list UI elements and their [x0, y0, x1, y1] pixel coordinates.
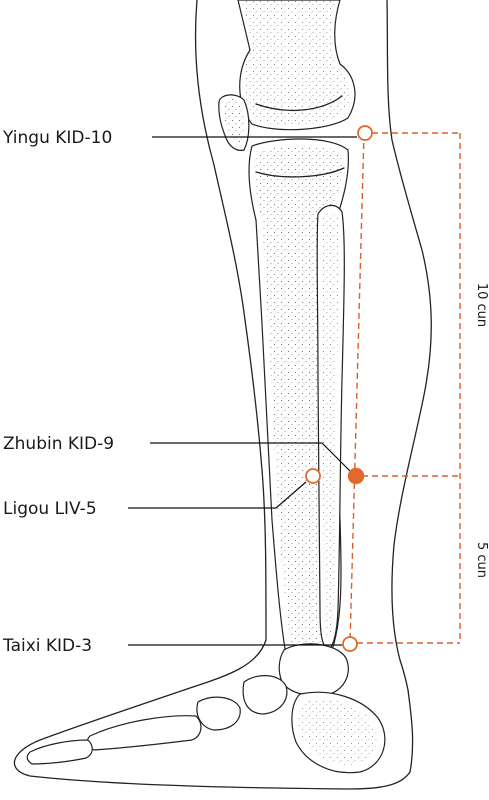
fibula: [316, 204, 345, 651]
label-ligou: Ligou LIV-5: [3, 499, 97, 519]
leader-zhubin: [150, 442, 351, 472]
femur: [237, 0, 356, 131]
acupoint-markers: [305, 125, 373, 652]
measurement-label-upper: 10 cun: [474, 283, 489, 327]
leg-outline: [13, 0, 432, 790]
patella: [218, 94, 250, 151]
foot-stipple: [297, 698, 377, 765]
guide-vertical-leg: [349, 132, 365, 644]
label-zhubin: Zhubin KID-9: [3, 434, 114, 454]
point-taixi: [342, 636, 358, 652]
navicular: [242, 675, 288, 715]
fibula-stipple: [321, 213, 339, 642]
cuneiform: [196, 696, 241, 731]
leg-outline-front: [13, 0, 414, 790]
leader-lines: [128, 136, 357, 646]
tibia-head-line: [255, 167, 345, 178]
leader-ligou: [128, 481, 307, 509]
measurement-label-lower: 5 cun: [474, 542, 489, 578]
patella-stipple: [222, 98, 245, 145]
label-taixi: Taixi KID-3: [2, 636, 92, 656]
talus: [278, 643, 349, 697]
foot-bones: [26, 643, 386, 774]
label-yingu: Yingu KID-10: [2, 128, 112, 148]
point-zhubin: [347, 467, 365, 485]
femur-condyle-line: [255, 95, 343, 112]
metatarsal: [86, 715, 202, 751]
phalanges: [26, 739, 93, 765]
femur-stipple: [242, 0, 350, 125]
point-ligou: [305, 468, 321, 484]
point-yingu: [357, 125, 373, 141]
leg-outline-back: [386, 0, 432, 691]
measurement-guides: [349, 132, 461, 644]
